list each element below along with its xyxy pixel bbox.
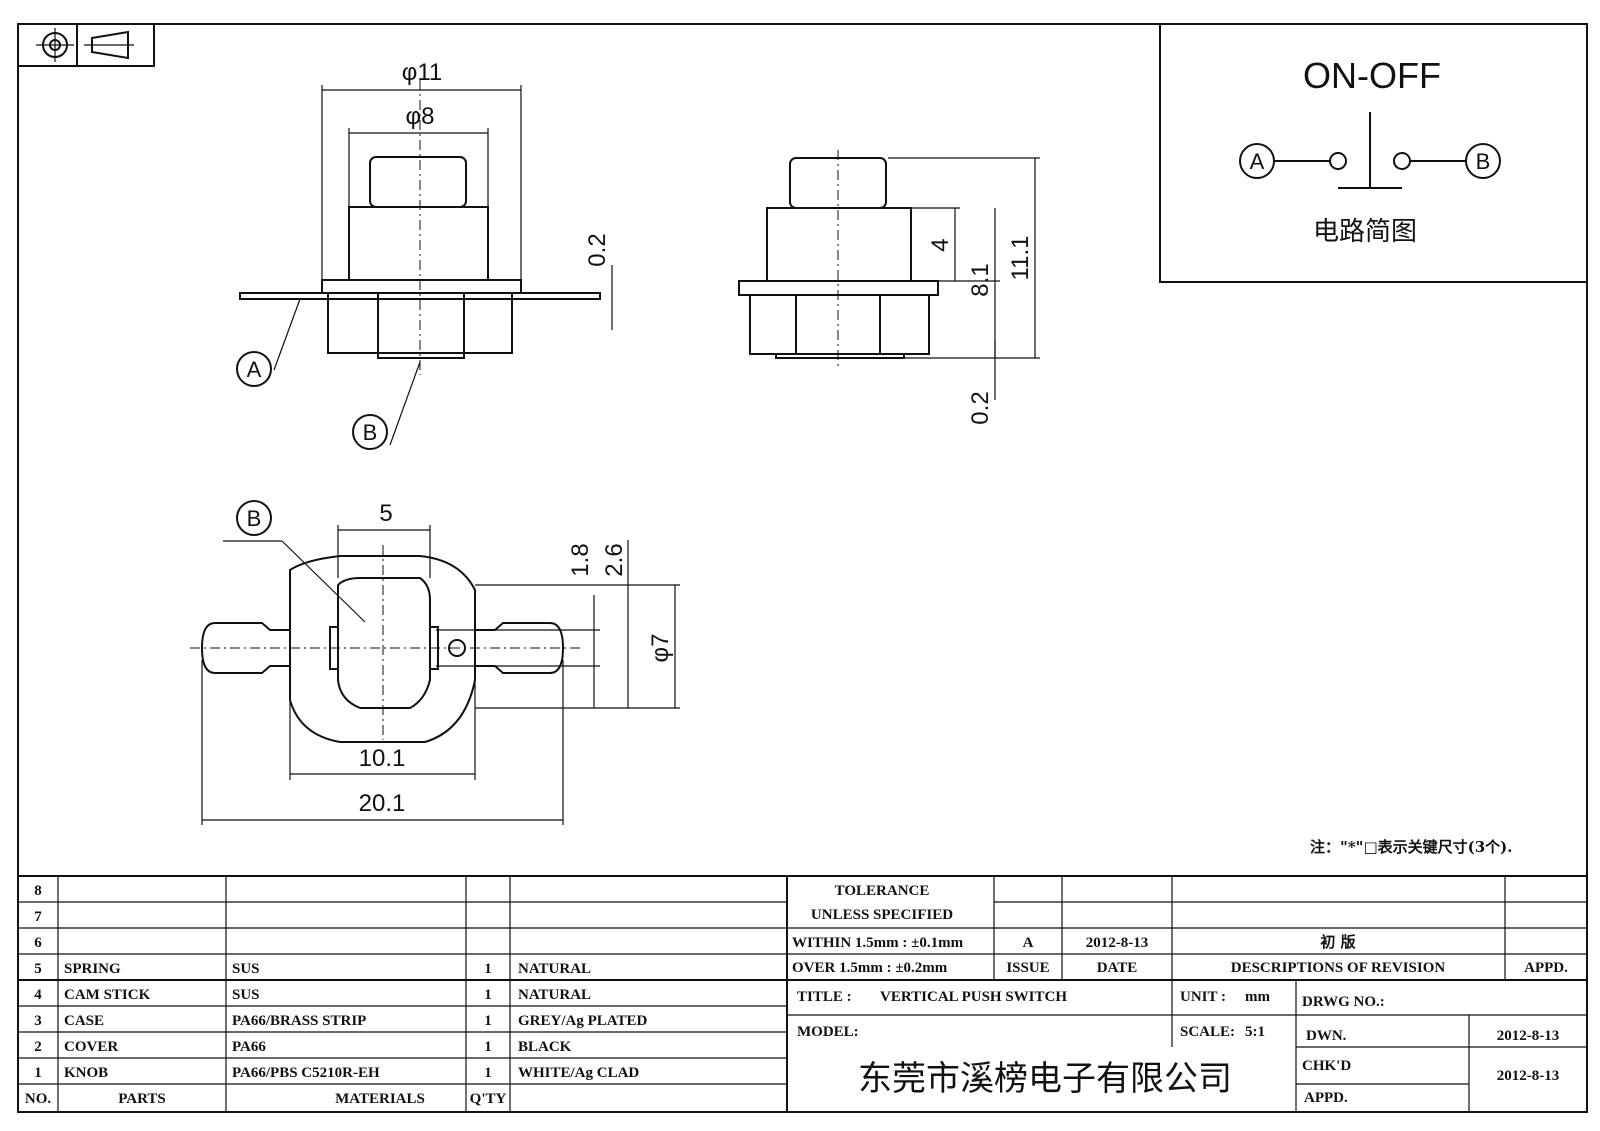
revision-date: 2012-8-13 bbox=[1086, 935, 1149, 951]
svg-text:1: 1 bbox=[484, 1013, 492, 1029]
svg-text:BLACK: BLACK bbox=[518, 1039, 572, 1055]
svg-text:PA66/PBS C5210R-EH: PA66/PBS C5210R-EH bbox=[232, 1065, 380, 1081]
drawing-title: VERTICAL PUSH SWITCH bbox=[880, 989, 1067, 1005]
top-label-b: B bbox=[247, 506, 262, 531]
svg-text:5: 5 bbox=[34, 961, 42, 977]
svg-text:8: 8 bbox=[34, 883, 42, 899]
svg-text:DESCRIPTIONS OF REVISION: DESCRIPTIONS OF REVISION bbox=[1231, 960, 1446, 976]
parts-row: 3 CASE PA66/BRASS STRIP 1 GREY/Ag PLATED bbox=[34, 1013, 647, 1029]
svg-text:TITLE :: TITLE : bbox=[797, 989, 852, 1005]
svg-text:CASE: CASE bbox=[64, 1013, 104, 1029]
svg-text:COVER: COVER bbox=[64, 1039, 118, 1055]
svg-text:SUS: SUS bbox=[232, 961, 260, 977]
svg-text:7: 7 bbox=[34, 909, 42, 925]
front-label-b: B bbox=[363, 420, 378, 445]
svg-text:SPRING: SPRING bbox=[64, 961, 121, 977]
svg-text:APPD.: APPD. bbox=[1524, 960, 1568, 976]
tolerance-block: TOLERANCE UNLESS SPECIFIED WITHIN 1.5mm … bbox=[792, 883, 964, 976]
dim-top-width: 10.1 bbox=[359, 745, 406, 772]
dim-side-total: 11.1 bbox=[1007, 236, 1034, 281]
svg-text:MODEL:: MODEL: bbox=[797, 1024, 859, 1040]
parts-row: 8 bbox=[34, 883, 42, 899]
revision-block: A 2012-8-13 初 版 ISSUE DATE DESCRIPTIONS … bbox=[1006, 933, 1568, 976]
front-view: φ11 φ8 0.2 A B bbox=[236, 59, 613, 450]
svg-text:3: 3 bbox=[34, 1013, 42, 1029]
svg-text:1: 1 bbox=[484, 961, 492, 977]
dim-top-a: 1.8 bbox=[567, 543, 594, 576]
svg-text:2: 2 bbox=[34, 1039, 42, 1055]
schematic-caption: 电路简图 bbox=[1313, 217, 1417, 247]
svg-text:6: 6 bbox=[34, 935, 42, 951]
svg-text:KNOB: KNOB bbox=[64, 1065, 108, 1081]
svg-text:NO.: NO. bbox=[25, 1091, 52, 1107]
company-name: 东莞市溪榜电子有限公司 bbox=[858, 1059, 1232, 1099]
terminal-a-label: A bbox=[1250, 149, 1265, 174]
dim-top-b: 2.6 bbox=[601, 543, 628, 576]
svg-text:PA66: PA66 bbox=[232, 1039, 266, 1055]
dim-front-outer: φ11 bbox=[402, 59, 442, 86]
svg-text:UNIT :: UNIT : bbox=[1180, 989, 1226, 1005]
svg-text:5:1: 5:1 bbox=[1245, 1024, 1265, 1040]
dim-side-case: 4 bbox=[927, 238, 954, 251]
parts-row: 4 CAM STICK SUS 1 NATURAL bbox=[34, 987, 591, 1003]
revision-description: 初 版 bbox=[1320, 933, 1355, 951]
svg-text:2012-8-13: 2012-8-13 bbox=[1497, 1068, 1560, 1084]
svg-text:DWN.: DWN. bbox=[1306, 1028, 1347, 1044]
title-block-grid bbox=[18, 875, 1587, 1112]
parts-list: 8 7 6 5 SPRING SUS 1 NATURAL bbox=[25, 883, 648, 1107]
svg-text:PA66/BRASS STRIP: PA66/BRASS STRIP bbox=[232, 1013, 366, 1029]
svg-text:CAM STICK: CAM STICK bbox=[64, 987, 151, 1003]
svg-text:WHITE/Ag CLAD: WHITE/Ag CLAD bbox=[518, 1065, 639, 1081]
svg-text:1: 1 bbox=[484, 1065, 492, 1081]
svg-text:NATURAL: NATURAL bbox=[518, 987, 591, 1003]
svg-text:SUS: SUS bbox=[232, 987, 260, 1003]
svg-text:PARTS: PARTS bbox=[118, 1091, 166, 1107]
terminal-b-label: B bbox=[1476, 149, 1491, 174]
key-dimension-note: 注："*"□表示关键尺寸(3个). bbox=[1310, 838, 1513, 856]
svg-text:TOLERANCE: TOLERANCE bbox=[835, 883, 930, 899]
svg-text:4: 4 bbox=[34, 987, 42, 1003]
dim-front-plate: 0.2 bbox=[584, 233, 611, 266]
dim-top-dia: φ7 bbox=[647, 634, 674, 663]
parts-row: 2 COVER PA66 1 BLACK bbox=[34, 1039, 571, 1055]
parts-row: 6 bbox=[34, 935, 42, 951]
dim-side-body: 8.1 bbox=[967, 263, 994, 296]
side-view: 4 8.1 11.1 0.2 bbox=[738, 150, 1040, 425]
svg-text:Q'TY: Q'TY bbox=[470, 1091, 507, 1107]
front-label-a: A bbox=[247, 357, 262, 382]
svg-text:1: 1 bbox=[34, 1065, 42, 1081]
sheet-border bbox=[17, 23, 1588, 1113]
svg-text:OVER 1.5mm : ±0.2mm: OVER 1.5mm : ±0.2mm bbox=[792, 960, 948, 976]
dim-front-inner: φ8 bbox=[406, 103, 435, 130]
svg-text:mm: mm bbox=[1245, 989, 1270, 1005]
svg-text:DRWG NO.:: DRWG NO.: bbox=[1302, 994, 1385, 1010]
svg-text:2012-8-13: 2012-8-13 bbox=[1497, 1028, 1560, 1044]
svg-text:APPD.: APPD. bbox=[1304, 1090, 1348, 1106]
revision-issue: A bbox=[1023, 935, 1034, 951]
title-block: TITLE : VERTICAL PUSH SWITCH UNIT : mm D… bbox=[797, 989, 1559, 1106]
svg-text:MATERIALS: MATERIALS bbox=[335, 1091, 425, 1107]
dim-top-slot: 5 bbox=[379, 500, 392, 527]
dim-top-length: 20.1 bbox=[359, 790, 406, 817]
dim-side-bottom: 0.2 bbox=[967, 391, 994, 424]
svg-text:GREY/Ag PLATED: GREY/Ag PLATED bbox=[518, 1013, 647, 1029]
svg-text:CHK'D: CHK'D bbox=[1302, 1058, 1351, 1074]
parts-header-row: NO. PARTS MATERIALS Q'TY bbox=[25, 1091, 507, 1107]
parts-row: 7 bbox=[34, 909, 42, 925]
svg-text:DATE: DATE bbox=[1097, 960, 1138, 976]
svg-text:1: 1 bbox=[484, 1039, 492, 1055]
top-view: B 5 1.8 2.6 φ7 10.1 20.1 bbox=[190, 500, 680, 825]
svg-text:1: 1 bbox=[484, 987, 492, 1003]
parts-row: 1 KNOB PA66/PBS C5210R-EH 1 WHITE/Ag CLA… bbox=[34, 1065, 639, 1081]
parts-row: 5 SPRING SUS 1 NATURAL bbox=[34, 961, 591, 977]
schematic-title: ON-OFF bbox=[1303, 55, 1441, 96]
svg-text:WITHIN 1.5mm : ±0.1mm: WITHIN 1.5mm : ±0.1mm bbox=[792, 935, 964, 951]
svg-text:NATURAL: NATURAL bbox=[518, 961, 591, 977]
circuit-schematic: ON-OFF A B 电路简图 bbox=[1159, 23, 1588, 283]
projection-symbol-icon bbox=[17, 23, 155, 67]
svg-text:ISSUE: ISSUE bbox=[1006, 960, 1049, 976]
svg-text:UNLESS SPECIFIED: UNLESS SPECIFIED bbox=[811, 907, 953, 923]
svg-text:SCALE:: SCALE: bbox=[1180, 1024, 1235, 1040]
